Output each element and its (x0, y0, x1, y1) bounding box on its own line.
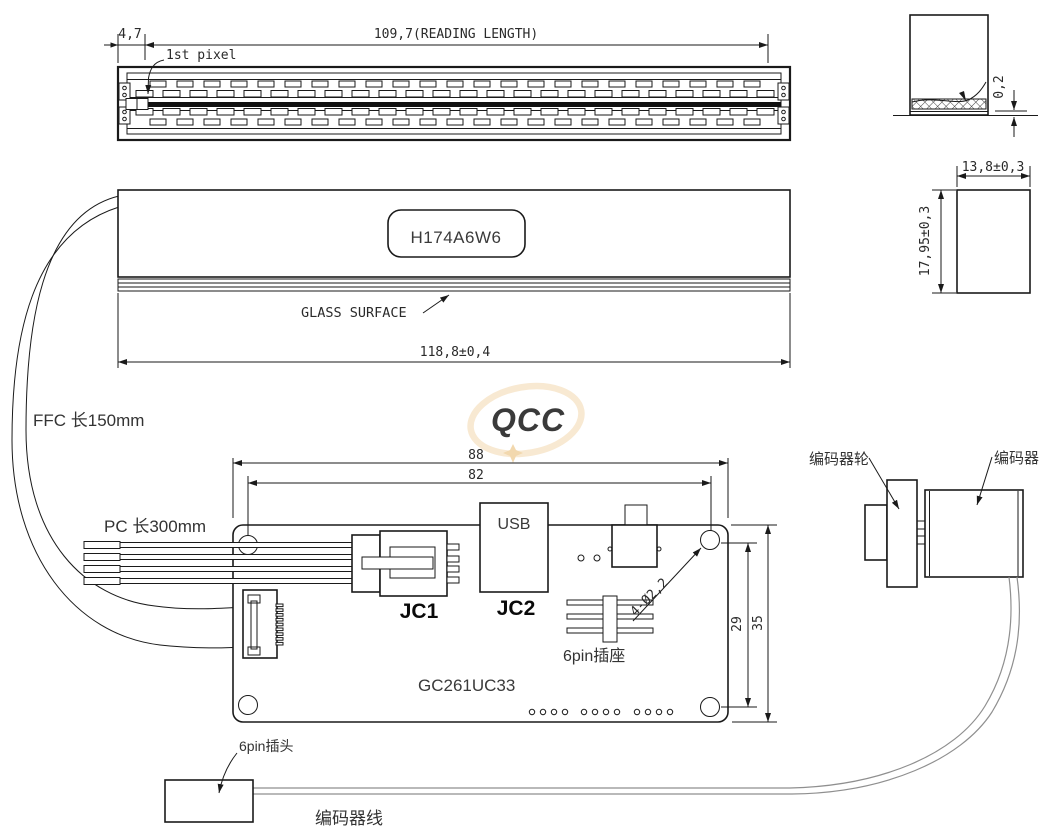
dim-glass-step: 0,2 (992, 75, 1007, 98)
dim-side-height: 17,95±0,3 (918, 206, 933, 276)
socket-6pin (566, 595, 654, 643)
encoder-wheel-label: 编码器轮 (809, 451, 869, 468)
encoder-label: 编码器 (994, 450, 1039, 467)
bar-end-left (118, 82, 131, 125)
jc1-label: JC1 (400, 600, 439, 623)
encoder-assembly: 编码器轮 编码器 (809, 450, 1039, 588)
usb-label: USB (498, 516, 531, 533)
pcb: 88 82 PC 长300mm JC1 USB JC2 (83, 448, 777, 723)
ffc-cable: FFC 长150mm (11, 195, 244, 649)
jc2-label: JC2 (497, 597, 536, 620)
dim-hole-span: 82 (468, 468, 484, 483)
dim-side-width: 13,8±0,3 (962, 160, 1025, 175)
side-view: 13,8±0,3 17,95±0,3 (918, 160, 1031, 294)
encoder-cable-label: 编码器线 (315, 809, 383, 828)
glass-surface-label: GLASS SURFACE (301, 305, 407, 321)
switch-component (607, 504, 662, 568)
ffc-connector (242, 589, 284, 659)
ffc-length-label: FFC 长150mm (33, 411, 144, 430)
top-view: 4,7 109,7(READING LENGTH) 1st pixel (104, 27, 792, 142)
plug-6pin-label: 6pin插头 (239, 738, 293, 754)
socket-6pin-label: 6pin插座 (563, 647, 625, 665)
board-model-label: GC261UC33 (418, 676, 515, 695)
watermark-text: QCC (491, 402, 565, 438)
jc1-connector (351, 530, 460, 597)
usb-connector (479, 502, 549, 593)
dim-hole-offset: 29 (730, 616, 745, 632)
jc1-pins (446, 543, 460, 584)
first-pixel-label: 1st pixel (166, 48, 236, 63)
dim-board-height: 35 (751, 615, 766, 631)
dim-offset: 4,7 (118, 27, 141, 42)
dim-overall-length: 118,8±0,4 (420, 345, 491, 360)
pc-length-label: PC 长300mm (104, 517, 206, 536)
via-row (528, 708, 674, 716)
watermark-star-icon (503, 444, 523, 463)
dim-reading-length: 109,7(READING LENGTH) (374, 27, 538, 42)
dim-board-width: 88 (468, 448, 484, 463)
front-view: H174A6W6 GLASS SURFACE 118,8±0,4 (117, 189, 791, 368)
module-model-label: H174A6W6 (411, 228, 502, 247)
plug-6pin (164, 779, 254, 823)
glass-edge-detail: 0,2 (893, 14, 1038, 137)
sensor-chips (135, 80, 775, 126)
bar-end-right (777, 82, 790, 125)
encoder-cable: 6pin插头 编码器线 (164, 576, 1021, 828)
watermark: QCC (467, 382, 585, 463)
